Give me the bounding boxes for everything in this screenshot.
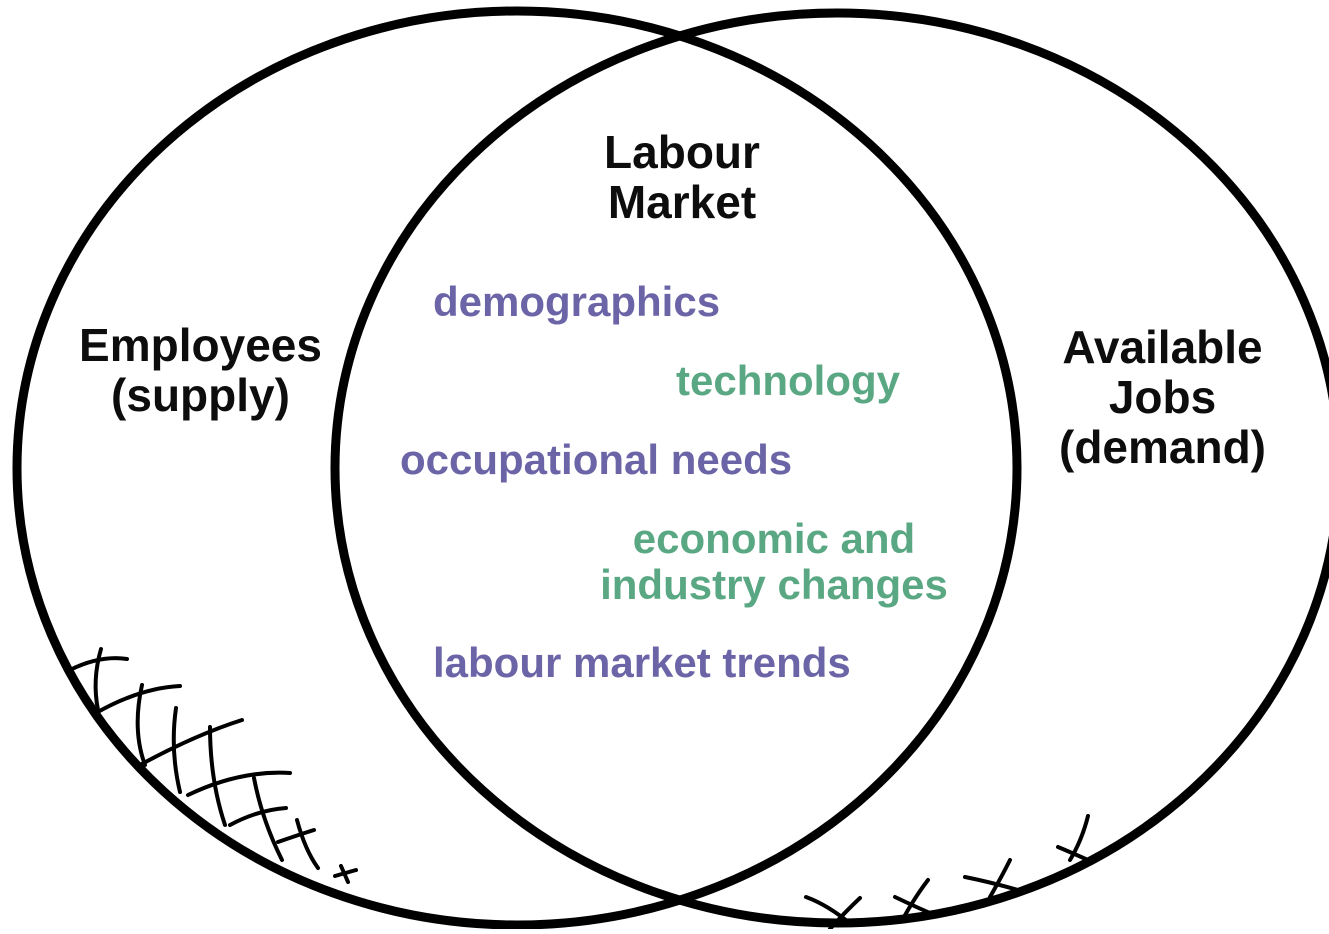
available-jobs-label-line3: (demand)	[1059, 421, 1266, 473]
factor-technology: technology	[676, 357, 901, 404]
factor-economic-line2: industry changes	[600, 561, 948, 608]
left-circle	[12, 6, 1022, 930]
factor-labour-market-trends: labour market trends	[433, 639, 851, 686]
employees-label-line1: Employees	[79, 319, 322, 371]
factor-economic-line1: economic and	[632, 515, 916, 562]
labour-market-title: Labour Market	[562, 127, 802, 227]
factor-demographics: demographics	[433, 278, 721, 325]
employees-label: Employees (supply)	[58, 320, 343, 420]
factor-economic-industry-changes: economic and industry changes	[585, 516, 963, 608]
employees-label-line2: (supply)	[111, 369, 290, 421]
labour-market-title-line2: Market	[607, 176, 757, 228]
left-hatch-marks	[68, 647, 358, 884]
labour-market-title-line1: Labour	[604, 126, 760, 178]
factor-occupational-needs: occupational needs	[400, 436, 793, 483]
available-jobs-label-line2: Jobs	[1108, 371, 1217, 423]
available-jobs-label-line1: Available	[1062, 321, 1263, 373]
available-jobs-label: Available Jobs (demand)	[1040, 322, 1285, 472]
right-hatch-marks	[804, 814, 1090, 931]
